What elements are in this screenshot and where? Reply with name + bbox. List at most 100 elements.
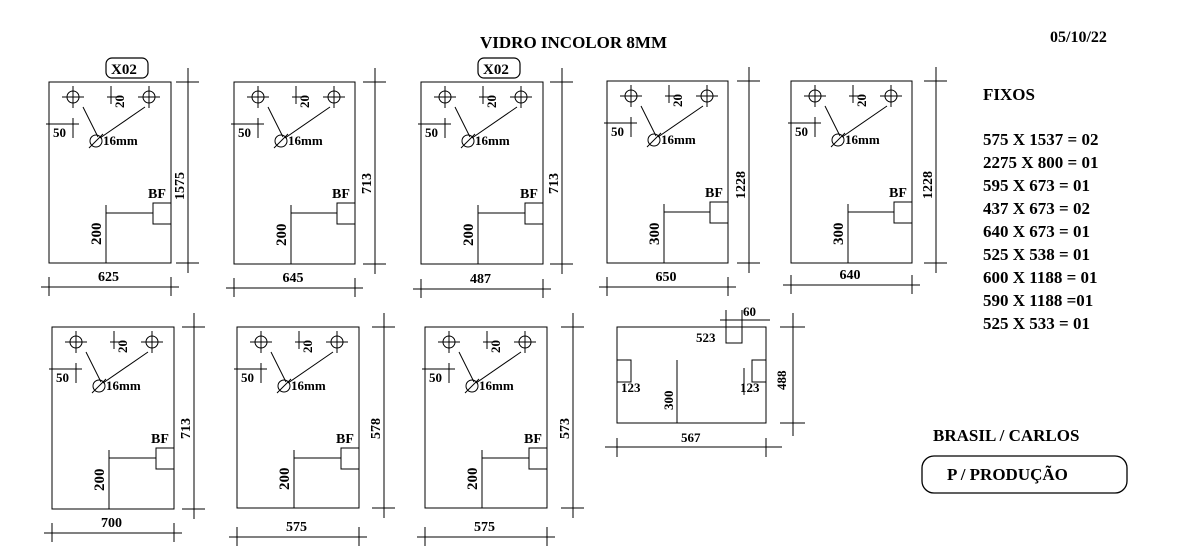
panel-width-label: 487 [470, 272, 491, 287]
diameter-leader-1 [640, 105, 657, 137]
bf-height-label: 300 [647, 223, 663, 246]
bf-height-label: 200 [461, 224, 477, 247]
diameter-slash [830, 132, 846, 148]
hole-offset-label: 20 [297, 95, 312, 108]
diameter-leader-2 [471, 106, 518, 139]
diameter-leader-2 [99, 106, 146, 139]
hole-margin-label: 50 [425, 125, 438, 140]
fixos-item: 595 X 673 = 01 [983, 176, 1090, 195]
hole-margin-label: 50 [56, 370, 69, 385]
panel-width-label: 625 [98, 270, 119, 285]
diameter-slash [646, 132, 662, 148]
hole-diameter-label: 16mm [106, 378, 141, 393]
panel-height-label: 713 [547, 173, 562, 194]
special-right-cut [751, 359, 767, 383]
bf-height-label: 200 [89, 223, 105, 246]
diameter-leader-1 [267, 106, 284, 138]
panel-outline [790, 80, 913, 264]
diameter-leader-2 [284, 106, 331, 139]
diameter-slash [91, 378, 107, 394]
production-status-badge [921, 455, 1128, 494]
hole-diameter-label: 16mm [288, 133, 323, 148]
diameter-symbol [89, 134, 103, 148]
panel-tag: X02 [111, 62, 137, 78]
diameter-symbol [461, 134, 475, 148]
panel-outline [424, 326, 548, 509]
panel-height-label: 578 [369, 418, 384, 439]
panel-outline [51, 326, 175, 510]
hole-margin-label: 50 [795, 124, 808, 139]
diameter-symbol [831, 133, 845, 147]
panel-outline [48, 81, 172, 264]
bf-height-label: 200 [274, 224, 290, 247]
diameter-leader-2 [841, 105, 888, 138]
special-top-notch [725, 326, 743, 344]
panel-tag-box [105, 57, 149, 79]
diameter-leader-1 [824, 105, 841, 137]
bf-height-label: 200 [277, 468, 293, 491]
hole-offset-label: 20 [854, 94, 869, 107]
panel-width-label: 700 [101, 516, 122, 531]
diameter-leader-1 [454, 106, 471, 138]
panel-height-label: 1228 [734, 171, 749, 199]
hole-diameter-label: 16mm [475, 133, 510, 148]
diameter-leader-1 [85, 351, 102, 383]
bf-label: BF [151, 432, 169, 447]
diameter-leader-1 [270, 351, 287, 383]
panel-outline [420, 81, 544, 265]
diameter-slash [460, 133, 476, 149]
bf-height-label: 300 [831, 223, 847, 246]
fixos-item: 437 X 673 = 02 [983, 199, 1090, 218]
panel-height-label: 1575 [173, 172, 188, 200]
hole-diameter-label: 16mm [103, 133, 138, 148]
diameter-symbol [277, 379, 291, 393]
special-left-cut [616, 359, 632, 383]
diameter-symbol [647, 133, 661, 147]
bf-height-label: 200 [92, 469, 108, 492]
panel-outline [236, 326, 360, 509]
notch-offset-label: 523 [696, 330, 716, 345]
hole-offset-label: 20 [115, 340, 130, 353]
panel-width-label: 575 [474, 520, 495, 535]
hole-diameter-label: 16mm [479, 378, 514, 393]
hole-offset-label: 20 [484, 95, 499, 108]
hole-offset-label: 20 [300, 340, 315, 353]
fixos-item: 590 X 1188 =01 [983, 291, 1093, 310]
hole-offset-label: 20 [488, 340, 503, 353]
special-width-label: 567 [681, 430, 701, 445]
right-cut-label: 123 [740, 380, 760, 395]
panel-width-label: 645 [283, 271, 304, 286]
special-panel: 60 523 123 123 300 567 488 [605, 304, 805, 457]
panel-outline [233, 81, 356, 265]
panel-width-label: 640 [840, 268, 861, 283]
panel-width-label: 650 [656, 270, 677, 285]
bf-label: BF [889, 186, 907, 201]
diameter-slash [464, 378, 480, 394]
hole-margin-label: 50 [53, 125, 66, 140]
fixos-item: 575 X 1537 = 02 [983, 130, 1098, 149]
diameter-leader-2 [475, 351, 522, 384]
sheet-title: VIDRO INCOLOR 8MM [480, 33, 667, 52]
hole-diameter-label: 16mm [845, 132, 880, 147]
diameter-leader-2 [657, 105, 704, 138]
diameter-symbol [274, 134, 288, 148]
fixos-item: 600 X 1188 = 01 [983, 268, 1098, 287]
bf-label: BF [520, 187, 538, 202]
hole-margin-label: 50 [238, 125, 251, 140]
special-panel-outline [616, 326, 767, 424]
bf-label: BF [705, 186, 723, 201]
panel-outline [606, 80, 729, 264]
fixos-item: 525 X 533 = 01 [983, 314, 1090, 333]
diameter-slash [276, 378, 292, 394]
panel-height-label: 713 [360, 173, 375, 194]
hole-offset-label: 20 [112, 95, 127, 108]
panel-tag-box [477, 57, 521, 79]
